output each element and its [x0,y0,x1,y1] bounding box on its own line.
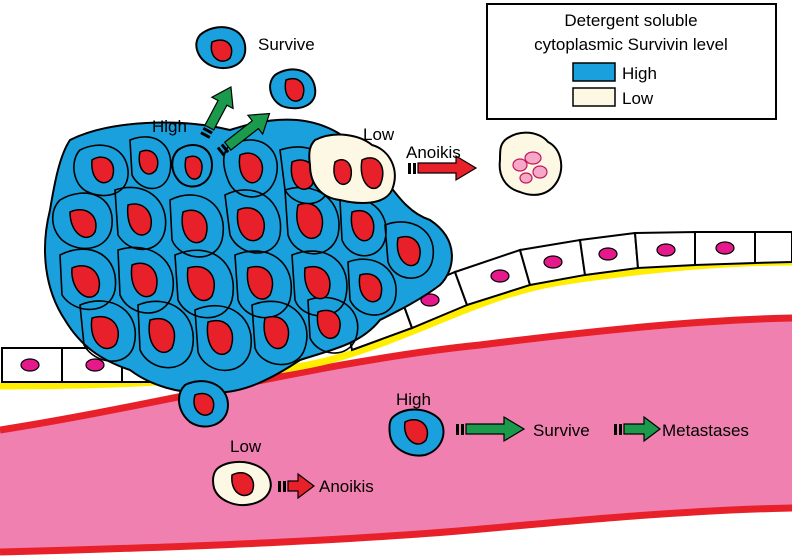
label-high-top: High [152,117,187,136]
anoikis-arrow-vessel [278,472,315,500]
label-low-vessel: Low [230,437,262,456]
survive-arrow-up-2 [216,112,271,157]
label-anoikis-top: Anoikis [406,143,461,162]
legend: Detergent soluble cytoplasmic Survivin l… [486,3,777,120]
anoikis-dying-cell-top [498,131,563,196]
legend-label-low: Low [622,89,654,108]
metastases-arrow-vessel [614,415,661,443]
surviving-cell-top-2 [269,68,317,110]
anoikis-arrow-top [408,154,478,182]
label-low-top: Low [363,125,395,144]
label-survive-top: Survive [258,35,315,54]
label-anoikis-vessel: Anoikis [319,477,374,496]
vessel-wall-bottom [0,504,792,556]
survive-arrow-vessel [456,415,526,443]
detaching-cell-high [171,144,214,188]
survive-arrow-up-1 [200,86,234,139]
legend-title-line2: cytoplasmic Survivin level [534,35,728,54]
label-high-vessel: High [396,390,431,409]
label-survive-vessel: Survive [533,421,590,440]
legend-swatch-low [572,87,616,107]
low-survivin-cell-vessel [212,460,272,506]
surviving-cell-top-1 [195,26,247,70]
vessel-wall-top [0,314,792,434]
legend-title-line1: Detergent soluble [564,11,697,30]
low-survivin-cell-top [308,133,396,204]
legend-swatch-high [572,62,616,82]
intravasating-cell [178,380,230,428]
high-survivin-cell-vessel [388,408,445,457]
label-metastases: Metastases [662,421,749,440]
legend-label-high: High [622,64,657,83]
